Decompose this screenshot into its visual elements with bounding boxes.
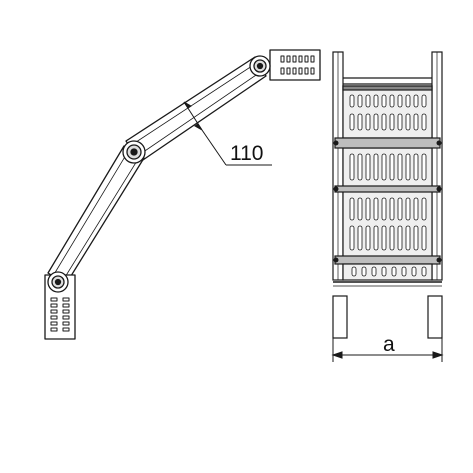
arm-width-dimension (183, 101, 272, 166)
arm-width-label: 110 (230, 142, 263, 165)
hinged-arm-side-view (44, 49, 321, 340)
perforation-slots-upper (349, 94, 427, 131)
cable-tray-front-view (332, 51, 443, 339)
strap-bolts (333, 140, 442, 263)
joint-strap-middle (334, 185, 441, 193)
left-foot (332, 295, 348, 339)
perforation-slots-lower (349, 153, 427, 277)
tray-width-label: a (383, 333, 395, 356)
upper-tray-section (342, 85, 433, 139)
lower-tray-section (342, 147, 433, 259)
right-foot (427, 295, 443, 339)
lower-arm-segment (47, 145, 145, 285)
top-hinge-joint (249, 55, 271, 77)
top-connection-plate (269, 49, 321, 81)
bottom-hinge-joint (47, 271, 69, 293)
tray-width-dimension (331, 338, 444, 362)
middle-hinge-joint (122, 140, 146, 164)
joint-strap-upper (334, 137, 441, 149)
joint-strap-lower (334, 255, 441, 265)
top-bracket (343, 77, 432, 85)
